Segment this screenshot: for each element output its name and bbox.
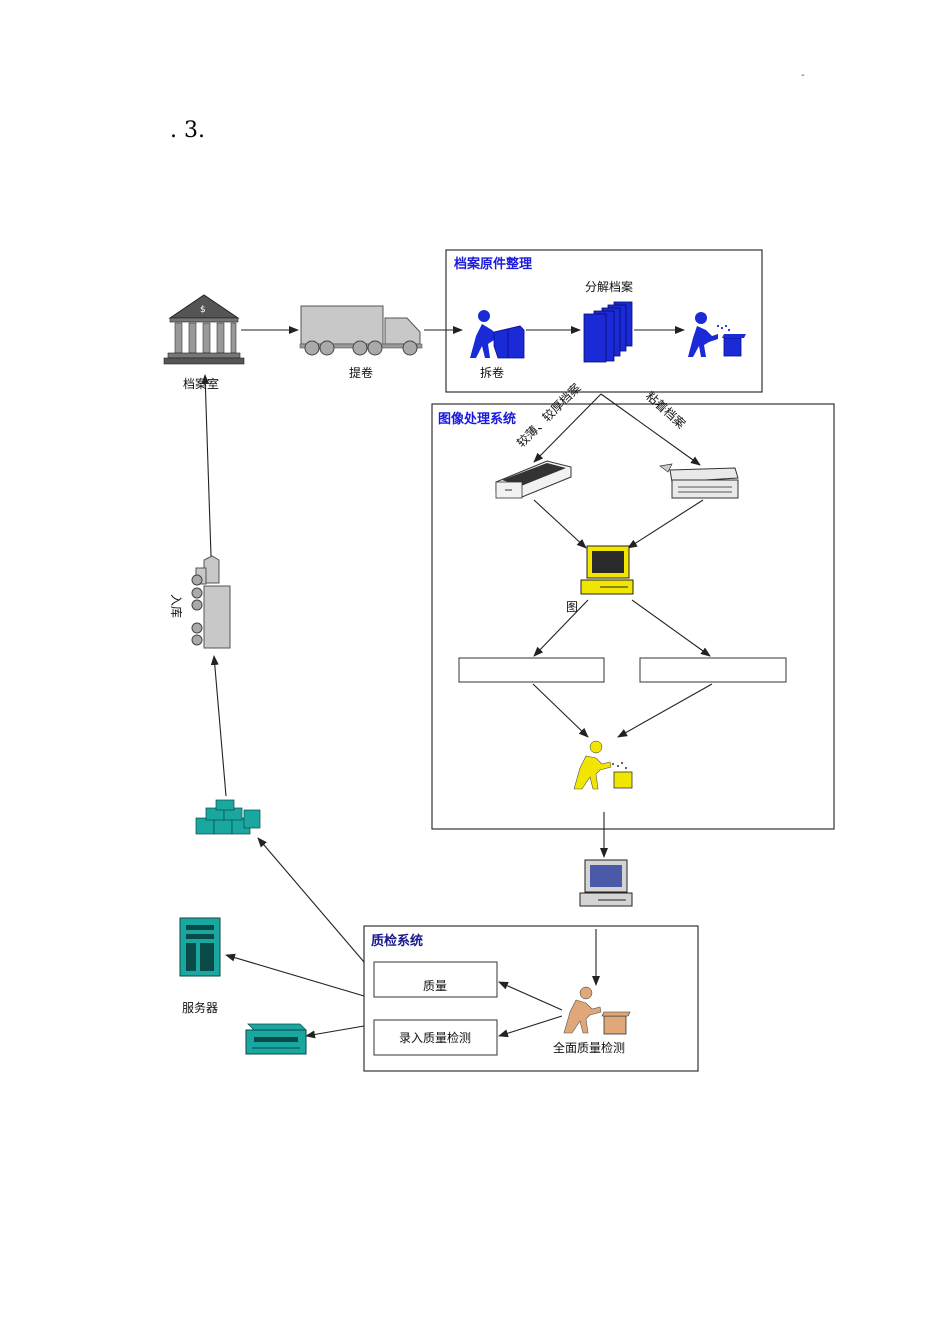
corner-mark: - xyxy=(801,70,805,81)
qc-box-entry xyxy=(373,1019,498,1056)
arrow-person-entry xyxy=(498,1015,563,1038)
person-yellow-icon xyxy=(573,740,633,790)
arrow-to-copier xyxy=(600,393,701,466)
full-check-label: 全面质量检测 xyxy=(553,1040,625,1055)
scanner-icon xyxy=(495,460,572,499)
truck-icon xyxy=(299,305,423,356)
retrieve-label: 提卷 xyxy=(349,365,373,380)
arrow-scanner-workstation xyxy=(533,499,587,549)
arrow-truck-archive xyxy=(201,374,212,557)
person-tan-icon xyxy=(563,986,631,1035)
return-to-archive-label: 入库 xyxy=(169,594,184,618)
server-icon xyxy=(179,917,221,977)
qc-box-quality-label: 质量 xyxy=(423,979,447,993)
arrow-left-person xyxy=(532,683,589,738)
tape-drive-icon xyxy=(245,1023,307,1055)
workstation-label: 图 xyxy=(566,600,578,614)
bank-icon: $ xyxy=(163,294,245,365)
arrow-to-scanner xyxy=(533,393,602,463)
branch-left-label: 较薄、较厚档案 xyxy=(514,380,584,450)
qc-box-entry-label: 录入质量检测 xyxy=(399,1030,471,1045)
arrow-qc-server xyxy=(225,953,365,997)
svg-text:$: $ xyxy=(200,305,206,315)
arrow-copier-workstation xyxy=(627,499,704,549)
person-sort-icon xyxy=(688,312,746,357)
server-label: 服务器 xyxy=(182,1000,218,1015)
qc-box-quality xyxy=(373,961,498,998)
group-image-title: 图像处理系统 xyxy=(438,411,516,427)
arrow-right-person xyxy=(617,683,713,738)
process-box-left xyxy=(458,657,605,683)
arrow-workstation-right xyxy=(631,599,711,657)
group-qc-box xyxy=(363,925,699,1072)
arrow-person-quality xyxy=(498,981,563,1011)
group-image-box xyxy=(431,403,835,830)
arrow-storage-truck xyxy=(210,655,227,797)
boxes-icon xyxy=(195,799,261,835)
group-qc-title: 质检系统 xyxy=(371,933,423,949)
vertical-truck-icon xyxy=(191,555,231,649)
document-stack-icon xyxy=(583,301,633,363)
branch-right-label: 粘着档案 xyxy=(643,388,689,431)
group-organize-box xyxy=(445,249,763,393)
group-organize-title: 档案原件整理 xyxy=(454,256,532,272)
arrow-qc-storage xyxy=(257,837,365,963)
section-number: . 3. xyxy=(170,118,205,143)
midpc-computer-icon xyxy=(579,859,633,907)
process-box-right xyxy=(639,657,787,683)
split-archive-label: 分解档案 xyxy=(585,279,633,294)
computer-icon xyxy=(580,545,634,595)
person-box-icon xyxy=(470,310,525,359)
archive-room-label: 档案室 xyxy=(183,376,219,391)
arrow-workstation-left xyxy=(533,599,589,657)
arrow-qc-drive xyxy=(305,1025,365,1039)
copier-icon xyxy=(659,463,739,499)
unbind-label: 拆卷 xyxy=(480,365,504,380)
